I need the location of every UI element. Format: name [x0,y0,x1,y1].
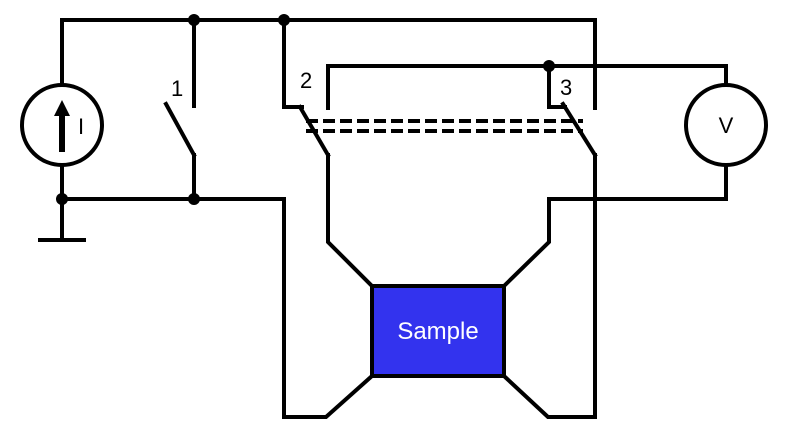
junction-dot [56,193,68,205]
junction-dot [278,14,290,26]
junction-dot [188,193,200,205]
switch-1-label: 1 [171,76,183,101]
voltmeter-label: V [719,113,734,138]
switch-3: 3 [560,75,598,158]
switch-2-label: 2 [300,68,312,93]
sample-block [370,284,506,378]
junction-dots [56,14,555,205]
bottom-left-wire [60,197,375,419]
current-arrow-head-icon [54,100,70,116]
switch-2: 2 [282,18,375,289]
switch-linkage [306,119,583,133]
current-source: I [20,83,104,167]
junction-dot [188,14,200,26]
junction-dot [543,60,555,72]
current-source-label: I [78,114,84,139]
voltmeter-wires [326,64,728,419]
sample-label: Sample [397,318,478,345]
voltmeter-symbol [684,83,768,167]
switch-3-label: 3 [560,75,572,100]
voltmeter: V [684,83,768,167]
switch-1: 1 [163,18,197,201]
sample: Sample [370,284,506,378]
